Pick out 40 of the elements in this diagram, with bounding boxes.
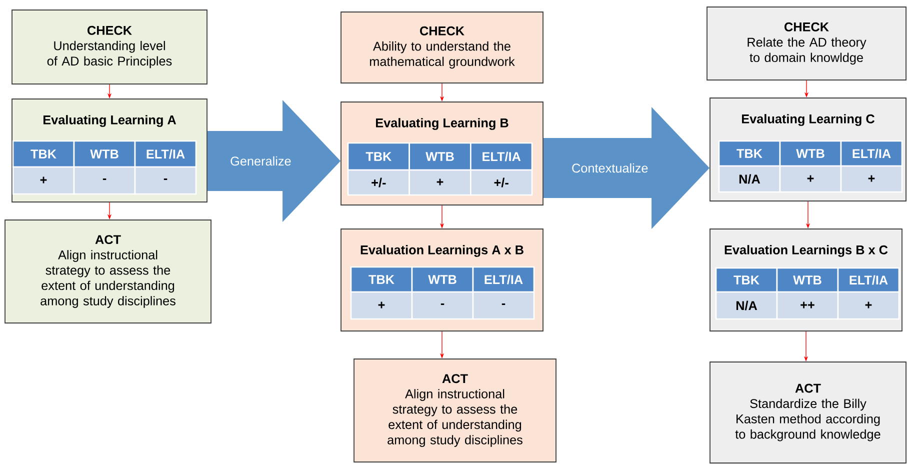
table-cell: - — [411, 291, 474, 320]
table-header-cell: ELT/IA — [472, 266, 535, 293]
table-header-cell: WTB — [776, 267, 839, 293]
table-header-cell: TBK — [12, 140, 75, 168]
table-header-cell: ELT/IA — [134, 140, 197, 168]
table-cell: + — [837, 291, 900, 320]
table-header-cell: WTB — [408, 142, 472, 171]
table-cell: + — [840, 165, 903, 193]
table-cell: + — [350, 291, 413, 320]
table-header-cell: WTB — [73, 140, 136, 168]
block-arrow — [543, 107, 710, 229]
text-box: ACT Align instructional strategy to assess the extent of understanding among study disciplines — [4, 220, 212, 324]
text-box: ACT Standardize the Billy Kasten method according to background knowledge — [710, 362, 906, 464]
table-cell: - — [73, 166, 136, 195]
table-header-cell: ELT/IA — [840, 140, 903, 167]
table-cell: + — [408, 169, 472, 196]
text-box: CHECK Relate the AD theory to domain knowldge — [706, 6, 906, 80]
edge-label: Generalize — [230, 156, 291, 166]
table-header-cell: TBK — [347, 142, 410, 171]
table-header-cell: WTB — [779, 140, 842, 167]
text-box: CHECK Ability to understand the mathematical groundwork — [340, 12, 544, 84]
text-box: ACT Align instructional strategy to assess the extent of understanding among study disciplines — [354, 358, 556, 462]
text-box: CHECK Understanding level of AD basic Principles — [12, 10, 208, 84]
table-cell: ++ — [776, 291, 839, 320]
table-header-cell: ELT/IA — [470, 142, 533, 171]
table-cell: +/- — [470, 169, 533, 196]
table-header-cell: ELT/IA — [837, 267, 900, 293]
table-cell: N/A — [715, 291, 778, 320]
edge-label: Contextualize — [572, 163, 648, 173]
table-header-cell: TBK — [350, 266, 413, 293]
table-cell: - — [134, 166, 197, 195]
table-cell: N/A — [718, 165, 781, 193]
block-arrow — [207, 100, 341, 222]
table-cell: - — [472, 291, 535, 320]
table-cell: + — [12, 166, 75, 195]
table-header-cell: TBK — [718, 140, 781, 167]
table-header-cell: TBK — [715, 267, 778, 293]
table-cell: +/- — [347, 169, 410, 196]
table-header-cell: WTB — [411, 266, 474, 293]
table-cell: + — [779, 165, 842, 193]
